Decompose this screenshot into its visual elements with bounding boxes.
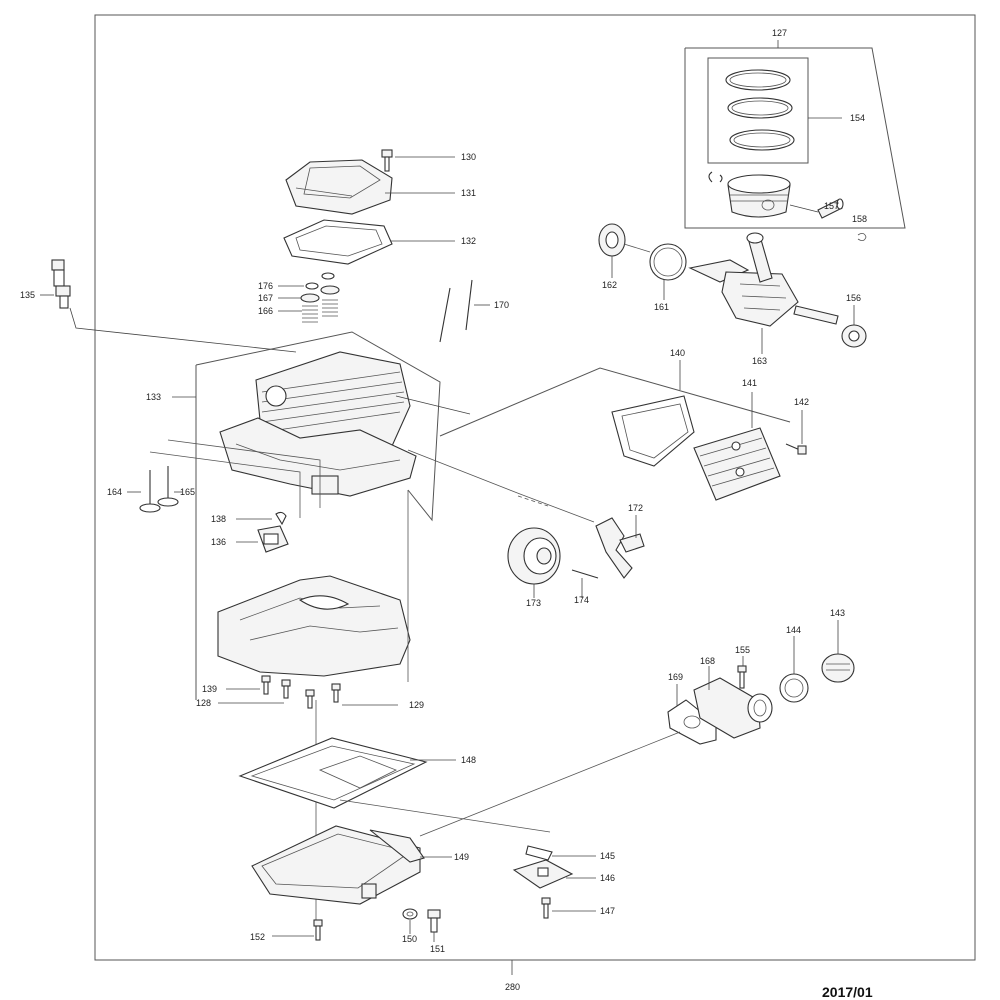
filter-plate-icon bbox=[512, 859, 574, 889]
bolt-icon bbox=[313, 919, 323, 941]
bearing-icon bbox=[841, 324, 867, 348]
rocker-arm-icon bbox=[595, 517, 645, 579]
circlip-small-icon bbox=[857, 233, 867, 241]
part-number-165: 165 bbox=[180, 487, 195, 497]
o-ring-icon bbox=[779, 673, 809, 703]
piston-ring-icon bbox=[725, 69, 795, 151]
bolt-icon bbox=[261, 675, 341, 709]
part-number-169: 169 bbox=[668, 672, 683, 682]
mount-block-icon bbox=[257, 525, 289, 553]
part-number-168: 168 bbox=[700, 656, 715, 666]
bolt-icon bbox=[737, 665, 747, 689]
part-number-173: 173 bbox=[526, 598, 541, 608]
part-number-148: 148 bbox=[461, 755, 476, 765]
bolt-icon bbox=[541, 897, 551, 919]
part-number-133: 133 bbox=[146, 392, 161, 402]
part-number-144: 144 bbox=[786, 625, 801, 635]
part-number-152: 152 bbox=[250, 932, 265, 942]
part-number-136: 136 bbox=[211, 537, 226, 547]
gasket-icon bbox=[238, 737, 428, 809]
part-number-154: 154 bbox=[850, 113, 865, 123]
valve-spring-icon bbox=[300, 272, 340, 323]
part-number-151: 151 bbox=[430, 944, 445, 954]
intake-manifold-icon bbox=[693, 677, 773, 739]
push-rod-icon bbox=[439, 279, 473, 343]
part-number-130: 130 bbox=[461, 152, 476, 162]
piston-icon bbox=[727, 174, 791, 218]
part-number-145: 145 bbox=[600, 851, 615, 861]
part-number-142: 142 bbox=[794, 397, 809, 407]
revision-date: 2017/01 bbox=[822, 984, 873, 1000]
cylinder-block-icon bbox=[219, 351, 417, 497]
o-ring-icon bbox=[649, 243, 687, 281]
part-number-158: 158 bbox=[852, 214, 867, 224]
drain-plug-icon bbox=[427, 909, 441, 933]
cam-gear-icon bbox=[507, 527, 561, 585]
washer-icon bbox=[402, 908, 418, 920]
crankcase-icon bbox=[217, 575, 411, 677]
part-number-170: 170 bbox=[494, 300, 509, 310]
crankshaft-icon bbox=[688, 232, 839, 327]
clip-icon bbox=[275, 511, 287, 526]
diagram-frame bbox=[94, 14, 976, 961]
gasket-icon bbox=[667, 699, 717, 745]
part-number-146: 146 bbox=[600, 873, 615, 883]
page-number: 280 bbox=[505, 982, 520, 992]
seal-strip-icon bbox=[525, 845, 553, 861]
part-number-167: 167 bbox=[258, 293, 273, 303]
valve-cover-icon bbox=[285, 159, 393, 215]
pin-icon bbox=[571, 569, 599, 579]
valve-icon bbox=[139, 466, 179, 513]
part-number-128: 128 bbox=[196, 698, 211, 708]
part-number-139: 139 bbox=[202, 684, 217, 694]
gasket-icon bbox=[283, 219, 393, 265]
spark-plug-icon bbox=[51, 259, 71, 309]
part-number-166: 166 bbox=[258, 306, 273, 316]
circlip-icon bbox=[708, 171, 723, 183]
cap-icon bbox=[821, 653, 855, 683]
part-number-161: 161 bbox=[654, 302, 669, 312]
oil-pan-icon bbox=[251, 825, 425, 905]
breather-cover-icon bbox=[693, 427, 781, 501]
part-number-138: 138 bbox=[211, 514, 226, 524]
part-number-131: 131 bbox=[461, 188, 476, 198]
piston-kit-group bbox=[684, 40, 906, 241]
part-number-176: 176 bbox=[258, 281, 273, 291]
seal-icon bbox=[598, 223, 626, 257]
piston-pin-icon bbox=[817, 198, 844, 219]
bolt-icon bbox=[381, 149, 393, 172]
part-number-157: 157 bbox=[824, 201, 839, 211]
part-number-143: 143 bbox=[830, 608, 845, 618]
part-number-150: 150 bbox=[402, 934, 417, 944]
part-number-174: 174 bbox=[574, 595, 589, 605]
part-number-129: 129 bbox=[409, 700, 424, 710]
part-number-141: 141 bbox=[742, 378, 757, 388]
part-number-155: 155 bbox=[735, 645, 750, 655]
part-number-149: 149 bbox=[454, 852, 469, 862]
part-number-162: 162 bbox=[602, 280, 617, 290]
part-number-163: 163 bbox=[752, 356, 767, 366]
part-number-127: 127 bbox=[772, 28, 787, 38]
gasket-icon bbox=[611, 395, 695, 467]
bolt-icon bbox=[785, 443, 807, 455]
part-number-140: 140 bbox=[670, 348, 685, 358]
part-number-132: 132 bbox=[461, 236, 476, 246]
part-number-164: 164 bbox=[107, 487, 122, 497]
part-number-172: 172 bbox=[628, 503, 643, 513]
part-number-135: 135 bbox=[20, 290, 35, 300]
part-number-147: 147 bbox=[600, 906, 615, 916]
part-number-156: 156 bbox=[846, 293, 861, 303]
